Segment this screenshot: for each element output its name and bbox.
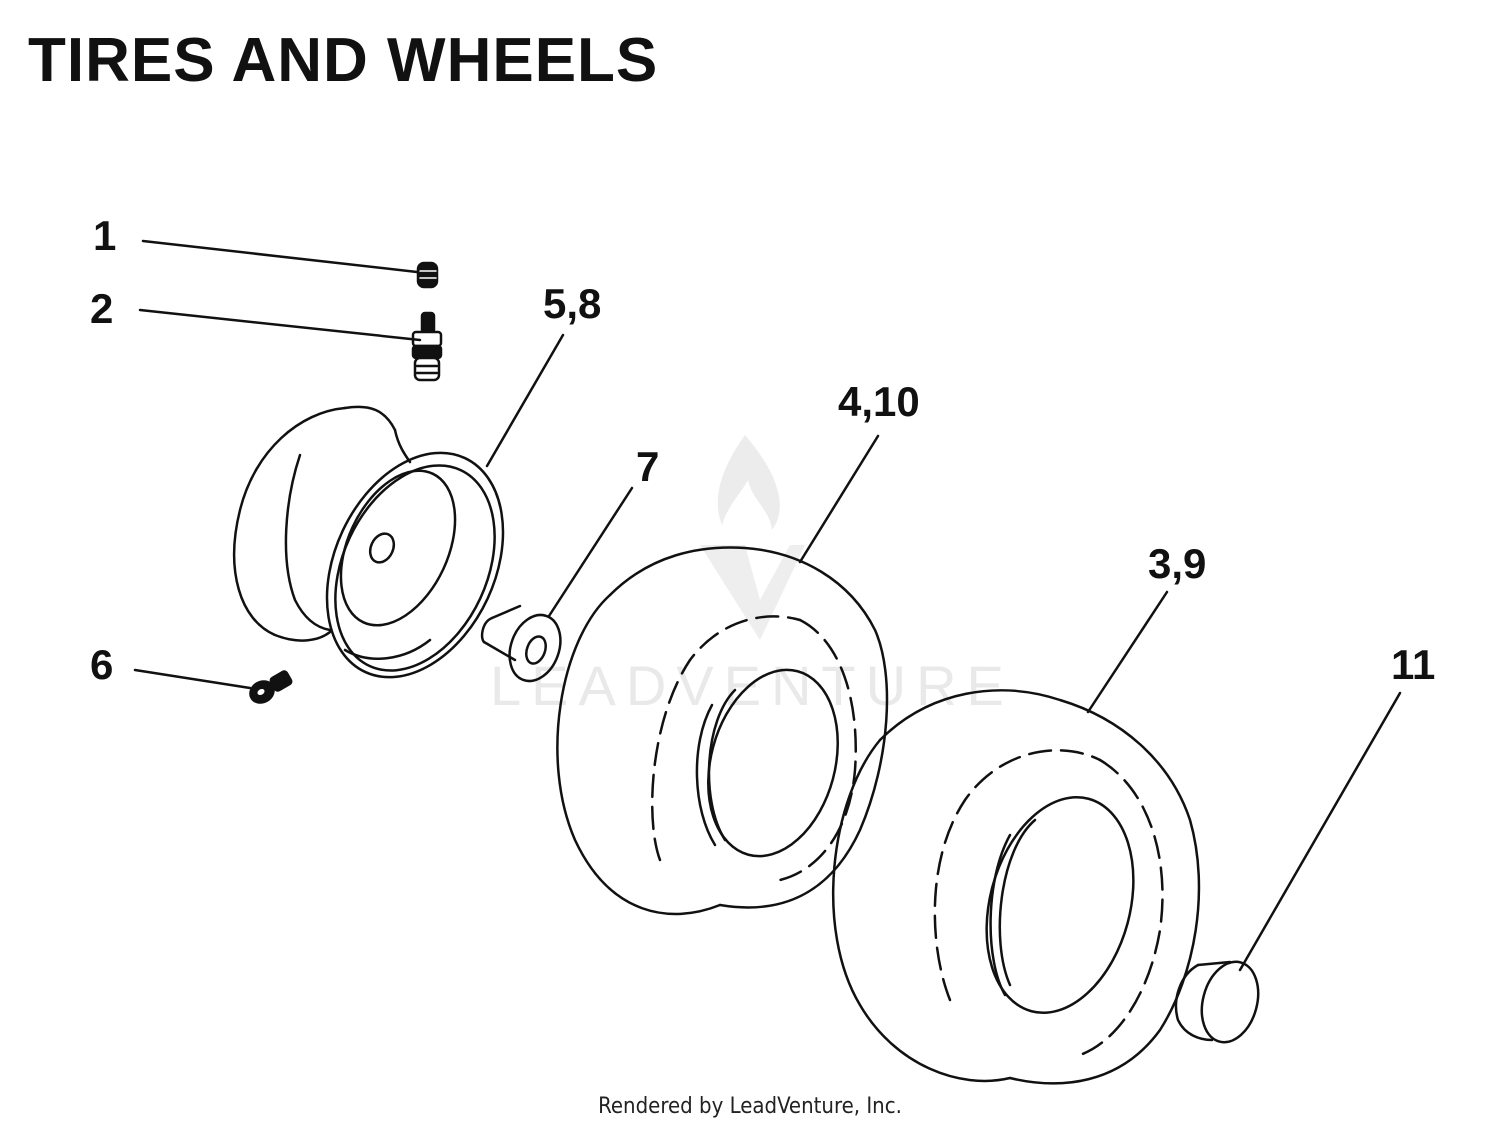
valve-stem-part [411,311,443,382]
leader-line-7 [547,486,634,618]
callout-3-9: 3,9 [1148,540,1206,587]
callout-1: 1 [93,212,116,259]
wheel-rim-part [233,405,505,679]
leader-line-5-8 [485,333,565,468]
grease-fitting-part [249,670,293,704]
valve-cap-part [416,261,439,289]
watermark: LEADVENTURE [490,435,1014,717]
leader-line-3-9 [1086,590,1169,714]
callout-labels: 1 2 5,8 6 7 4,10 3,9 11 [90,212,1435,688]
footer-credit: Rendered by LeadVenture, Inc. [598,1094,902,1119]
leader-line-11 [1238,691,1402,972]
rear-tire-part [832,689,1201,1085]
callout-6: 6 [90,641,113,688]
watermark-v-logo [700,545,805,640]
leader-line-2 [138,308,422,342]
leader-line-4-10 [798,434,880,564]
callout-4-10: 4,10 [838,378,920,425]
callout-7: 7 [636,443,659,490]
bushing-part [480,604,562,683]
page-title: TIRES AND WHEELS [28,26,659,95]
callout-11: 11 [1391,641,1435,688]
watermark-flame-logo [717,435,780,530]
callout-2: 2 [90,285,113,332]
leader-line-6 [133,668,252,690]
front-tire-part [556,546,889,916]
watermark-text: LEADVENTURE [490,654,1014,717]
leader-lines [133,239,1402,972]
hub-cap-part [1174,960,1260,1044]
callout-5-8: 5,8 [543,280,601,327]
leader-line-1 [141,239,419,274]
